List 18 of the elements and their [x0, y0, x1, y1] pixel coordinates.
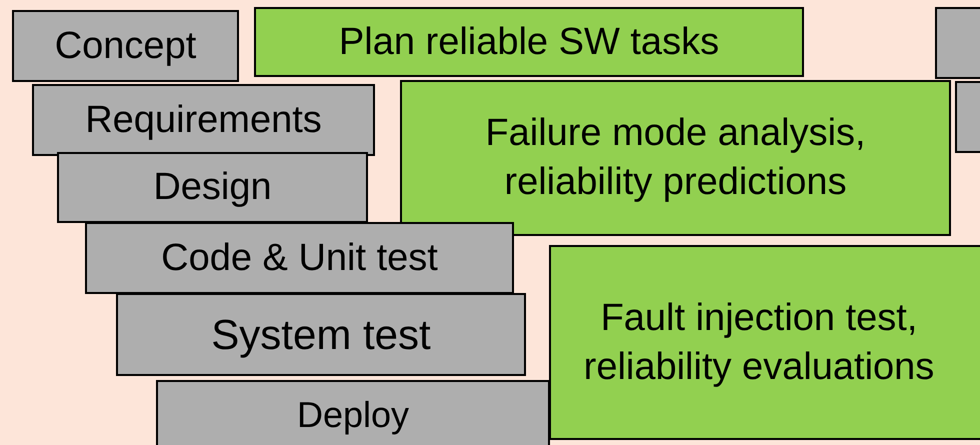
task-box [400, 80, 951, 236]
box-label: Deploy [296, 393, 410, 438]
phase-box [85, 222, 514, 294]
box-label: System test [210, 310, 432, 360]
task-box [549, 245, 980, 440]
box-label: Requirements [84, 98, 323, 143]
phase-box [116, 293, 526, 376]
phase-box [57, 152, 368, 223]
task-box [254, 7, 804, 77]
box-label: Concept [54, 24, 198, 69]
box-label: Code & Unit test [160, 236, 439, 281]
phase-box [32, 84, 375, 156]
box-label: Design [152, 165, 273, 210]
box-label: Fault injection test, reliability evaluations [582, 296, 936, 390]
box-label: Plan reliable SW tasks [338, 20, 720, 65]
box-label: Failure mode analysis, reliability predictions [484, 111, 867, 205]
phase-box [156, 380, 550, 445]
phase-box [12, 10, 239, 82]
